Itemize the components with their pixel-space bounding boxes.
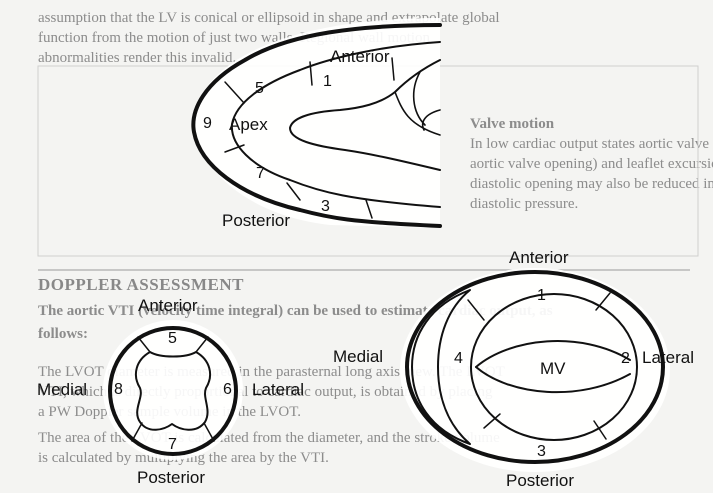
basal-backdrop: [400, 268, 670, 472]
basal-medial-label: Medial: [333, 347, 383, 366]
bg-line: abnormalities render this invalid.: [38, 50, 236, 66]
drawing-backdrops: [103, 18, 670, 472]
segment-7-label: 7: [168, 436, 177, 453]
segment-3-label: 3: [321, 198, 330, 215]
bg-line: diastolic opening may also be reduced in…: [470, 176, 713, 192]
segment-6-label: 6: [223, 381, 232, 398]
bg-line: aortic valve opening) and leaflet excurs…: [470, 156, 713, 172]
bg-line: In low cardiac output states aortic valv…: [470, 136, 713, 152]
apical-medial-label: Medial: [37, 380, 87, 399]
segment-1-label: 1: [323, 73, 332, 90]
bg-line: diastolic pressure.: [470, 196, 578, 212]
bg-line: Valve motion: [470, 116, 555, 132]
segment-8-label: 8: [114, 381, 123, 398]
apical-lateral-label: Lateral: [252, 380, 304, 399]
segment-5-label: 5: [168, 330, 177, 347]
segment-9-label: 9: [203, 115, 212, 132]
segment-2-label: 2: [621, 350, 630, 367]
basal-anterior-label: Anterior: [509, 248, 569, 267]
basal-posterior-label: Posterior: [506, 471, 574, 490]
segment-4-label: 4: [454, 350, 463, 367]
segment-7-label: 7: [256, 165, 265, 182]
bg-line: follows:: [38, 326, 88, 342]
mitral-valve-label: MV: [540, 359, 566, 378]
segment-5-label: 5: [255, 80, 264, 97]
segment-1-label: 1: [537, 287, 546, 304]
apical-posterior-label: Posterior: [137, 468, 205, 487]
long-axis-posterior-label: Posterior: [222, 211, 290, 230]
apical-anterior-label: Anterior: [138, 296, 198, 315]
long-axis-apex-label: Apex: [229, 115, 268, 134]
bg-heading: DOPPLER ASSESSMENT: [38, 275, 244, 294]
segment-3-label: 3: [537, 443, 546, 460]
basal-lateral-label: Lateral: [642, 348, 694, 367]
long-axis-anterior-label: Anterior: [330, 47, 390, 66]
